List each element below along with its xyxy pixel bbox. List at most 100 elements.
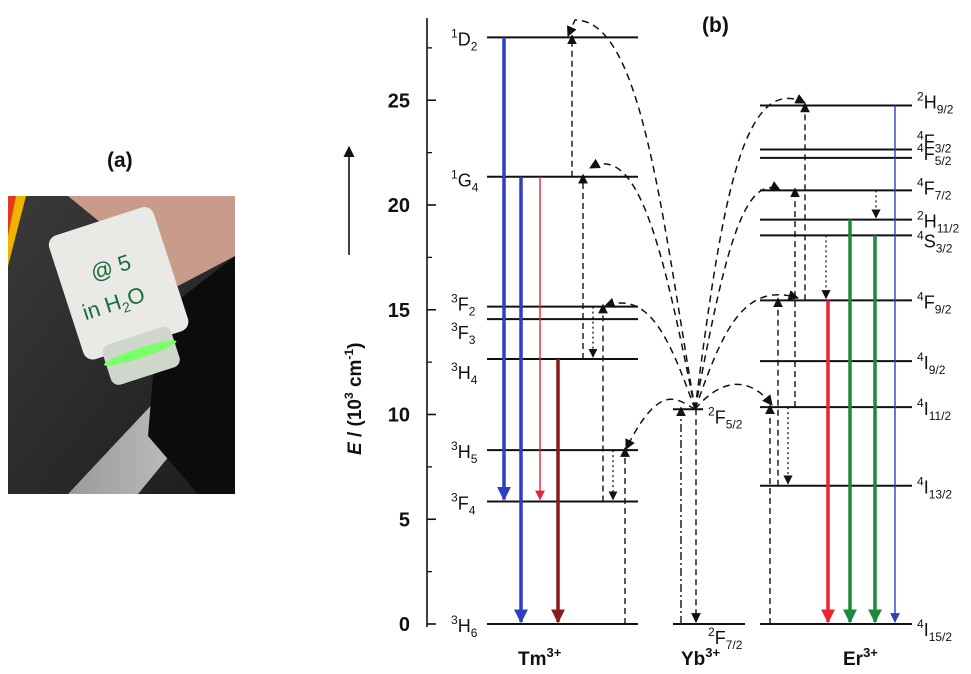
tm-state-label: 3H4 — [451, 360, 478, 387]
ion-label-yb-charge: 3+ — [705, 645, 720, 660]
y-axis-title-inv: -1 — [342, 349, 356, 360]
et-curve-yb-tm-g4 — [589, 158, 696, 410]
state-sup: 3 — [451, 439, 458, 453]
state-sub: 3/2 — [935, 141, 952, 155]
tm-state-label: 1G4 — [451, 168, 479, 195]
state-sup: 4 — [917, 350, 924, 364]
state-term: S — [924, 231, 936, 251]
state-sup: 1 — [451, 168, 458, 182]
ion-label-yb-base: Yb — [681, 649, 705, 670]
ion-label-er: Er3+ — [843, 645, 878, 670]
state-term: F — [715, 407, 726, 427]
state-term: H — [924, 92, 937, 112]
state-term: H — [458, 442, 471, 462]
state-sub: 6 — [471, 626, 478, 640]
tm-state-label: 1D2 — [451, 26, 478, 53]
state-sub: 7/2 — [935, 188, 952, 202]
state-term: I — [924, 399, 929, 419]
state-sup: 4 — [917, 228, 924, 242]
state-term: F — [924, 131, 935, 151]
state-sub: 7/2 — [726, 638, 743, 652]
er-state-label: 4F3/2 — [917, 128, 952, 155]
state-sub: 11/2 — [929, 409, 952, 423]
state-sub: 4 — [469, 503, 476, 517]
er-state-label: 4S3/2 — [917, 228, 953, 255]
state-sub: 9/2 — [935, 302, 952, 316]
er-state-label: 2H9/2 — [917, 89, 954, 116]
ion-label-tm-charge: 3+ — [547, 645, 562, 660]
state-sup: 2 — [917, 89, 924, 103]
y-tick-label-5: 5 — [399, 509, 410, 531]
state-sup: 3 — [451, 320, 458, 334]
state-term: F — [924, 144, 935, 164]
state-sup: 3 — [451, 292, 458, 306]
y-axis: 0 5 10 15 20 25 E / (103 cm-1) — [342, 18, 436, 636]
er-state-label: 4F5/2 — [917, 141, 952, 168]
state-term: G — [458, 171, 472, 191]
state-term: F — [924, 292, 935, 312]
state-sup: 4 — [917, 128, 924, 142]
state-sup: 4 — [917, 175, 924, 189]
state-term: H — [458, 363, 471, 383]
et-curve-yb-er-f92 — [694, 290, 800, 410]
state-sub: 15/2 — [929, 630, 953, 644]
ion-label-tm: Tm3+ — [518, 645, 562, 670]
et-curve-yb-er-f72 — [694, 181, 781, 410]
et-curve-yb-tm-d2 — [566, 19, 696, 410]
ion-label-er-base: Er — [843, 649, 864, 670]
state-term: F — [924, 178, 935, 198]
tm-state-label: 3F3 — [451, 320, 476, 347]
svg-text:in H2O: in H2O — [79, 282, 149, 328]
panel-b-label: (b) — [702, 14, 729, 37]
state-sup: 4 — [917, 141, 924, 155]
y-axis-title-close: ) — [345, 343, 366, 349]
y-tick-label-25: 25 — [388, 90, 410, 112]
y-tick-label-15: 15 — [388, 300, 410, 322]
state-sup: 3 — [451, 490, 458, 504]
y-axis-title-e: E — [345, 441, 366, 455]
state-term: H — [458, 616, 471, 636]
er-state-label: 4I11/2 — [917, 396, 951, 423]
y-axis-ticks — [427, 47, 436, 625]
et-curve-yb-er-h92 — [694, 94, 806, 410]
state-term: H — [924, 212, 937, 232]
state-sup: 2 — [917, 209, 924, 223]
y-axis-title-cm: cm — [345, 360, 366, 393]
er-state-label: 4I9/2 — [917, 350, 946, 377]
state-term: F — [458, 295, 469, 315]
y-tick-label-20: 20 — [388, 195, 410, 217]
state-labels: 1D21G43F23F33H43H53F43H62F5/22F7/22H9/24… — [451, 26, 959, 652]
et-curve-yb-tm-h5 — [625, 398, 696, 450]
yb-state-label: 2F7/2 — [708, 625, 743, 652]
yb-state-label: 2F5/2 — [708, 404, 743, 431]
state-sub: 2 — [469, 305, 476, 319]
state-sub: 9/2 — [929, 363, 946, 377]
ion-label-er-charge: 3+ — [863, 645, 878, 660]
state-sub: 5 — [471, 452, 478, 466]
et-curve-yb-er-i112 — [694, 383, 773, 410]
state-sub: 2 — [471, 39, 478, 53]
state-term: F — [715, 628, 726, 648]
state-sub: 9/2 — [937, 102, 954, 116]
et-curve-yb-tm-f2 — [604, 297, 696, 410]
er-state-label: 4I15/2 — [917, 617, 952, 644]
state-sub: 4 — [472, 181, 479, 195]
state-sub: 11/2 — [937, 222, 960, 236]
ion-label-tm-base: Tm — [518, 649, 547, 670]
state-sub: 4 — [471, 373, 478, 387]
state-sup: 4 — [917, 475, 924, 489]
state-sub: 13/2 — [929, 488, 953, 502]
vial-photo-image: @ 5 in H2O — [8, 196, 235, 494]
vial-photo: @ 5 in H2O — [8, 196, 235, 494]
y-tick-label-0: 0 — [399, 614, 410, 636]
state-term: I — [924, 620, 929, 640]
er-state-label: 4I13/2 — [917, 475, 952, 502]
tm-state-label: 3H5 — [451, 439, 478, 466]
state-sup: 4 — [917, 396, 924, 410]
state-term: I — [924, 478, 929, 498]
tm-state-label: 3H6 — [451, 613, 478, 640]
state-sup: 4 — [917, 289, 924, 303]
state-term: I — [924, 353, 929, 373]
state-sub: 5/2 — [935, 154, 952, 168]
